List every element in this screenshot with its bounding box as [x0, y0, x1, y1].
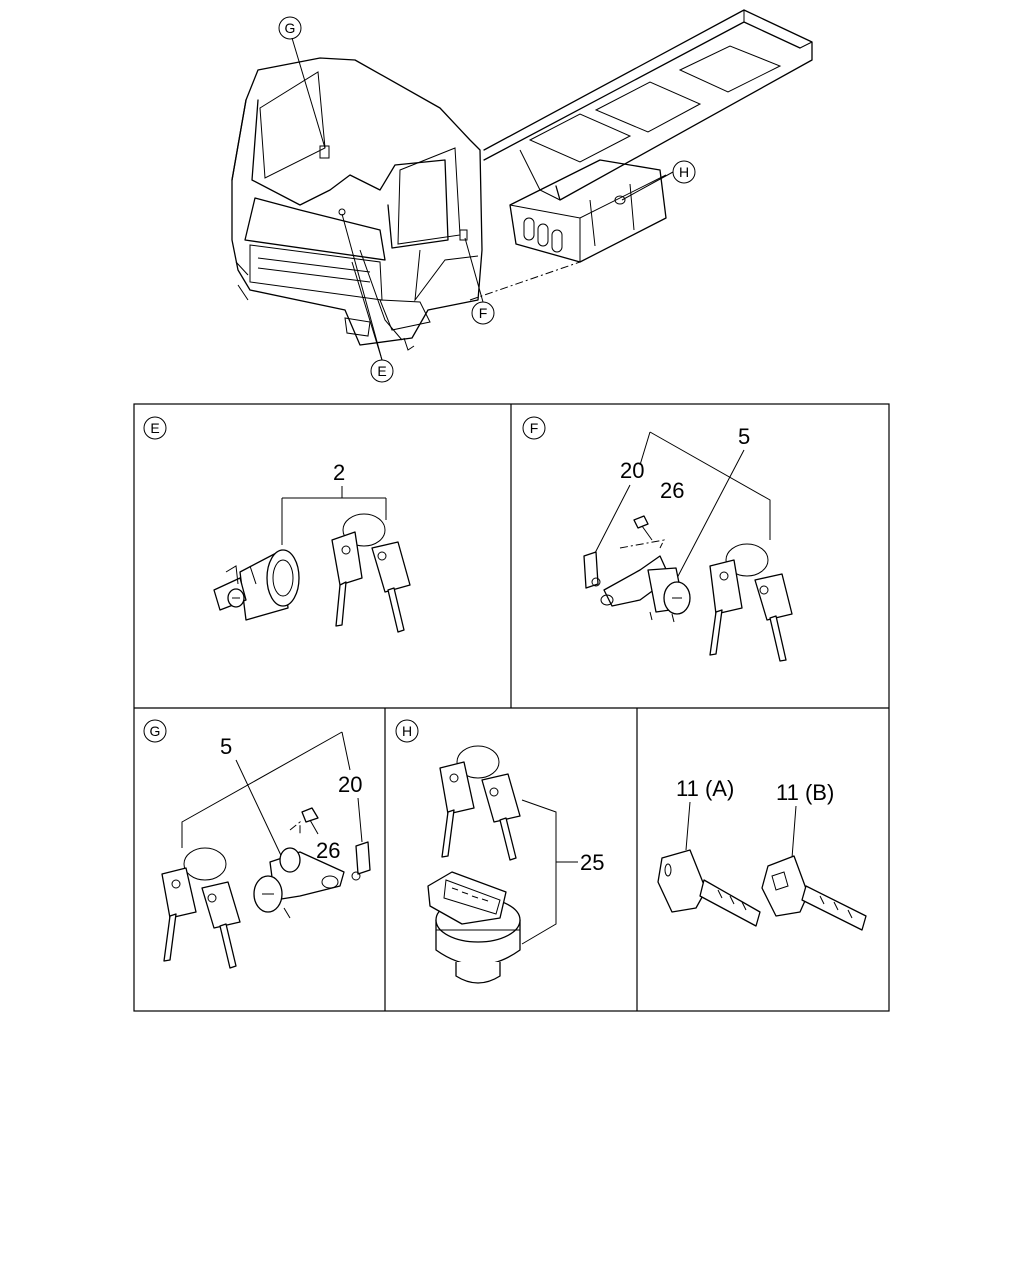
panel-keys: 11 (A) 11 (B) [657, 776, 867, 931]
ignition-lock-cylinder [213, 549, 300, 621]
part-20-label-g: 20 [338, 772, 362, 797]
panel-f-letter: F [530, 420, 539, 436]
part-11b-label: 11 (B) [776, 780, 834, 805]
panel-g: G 5 20 26 [143, 719, 371, 969]
part-5-label-g: 5 [220, 734, 232, 759]
truck-overview: G H F E [231, 9, 813, 383]
screw-26-g [289, 807, 319, 835]
key-11a [657, 849, 761, 927]
callout-e: E [377, 363, 386, 379]
panel-g-letter: G [150, 723, 161, 739]
key-set-g [161, 847, 241, 969]
key-set-e [331, 513, 411, 633]
screw-26-f [619, 515, 665, 549]
lever-20-g [351, 841, 371, 881]
callout-g: G [285, 20, 296, 36]
callout-f: F [479, 305, 488, 321]
lever-20-f [583, 551, 601, 589]
part-11a-label: 11 (A) [676, 776, 734, 801]
panel-h-letter: H [402, 723, 412, 739]
part-25-label: 25 [580, 850, 604, 875]
fuel-cap [427, 871, 521, 984]
panel-e-letter: E [150, 420, 159, 436]
door-lock-cylinder-g [253, 847, 345, 919]
panel-grid [133, 403, 890, 1012]
panel-h: H 25 [395, 719, 604, 984]
panel-f: F 20 26 5 [522, 416, 793, 662]
panel-e: E 2 [143, 416, 411, 633]
key-set-h [439, 745, 521, 861]
door-lock-cylinder-f [600, 555, 691, 623]
key-11b [761, 855, 867, 931]
key-set-f [709, 543, 793, 662]
part-26-label-f: 26 [660, 478, 684, 503]
part-2-label: 2 [333, 460, 345, 485]
callout-h: H [679, 164, 689, 180]
part-26-label-g: 26 [316, 838, 340, 863]
part-5-label-f: 5 [738, 424, 750, 449]
